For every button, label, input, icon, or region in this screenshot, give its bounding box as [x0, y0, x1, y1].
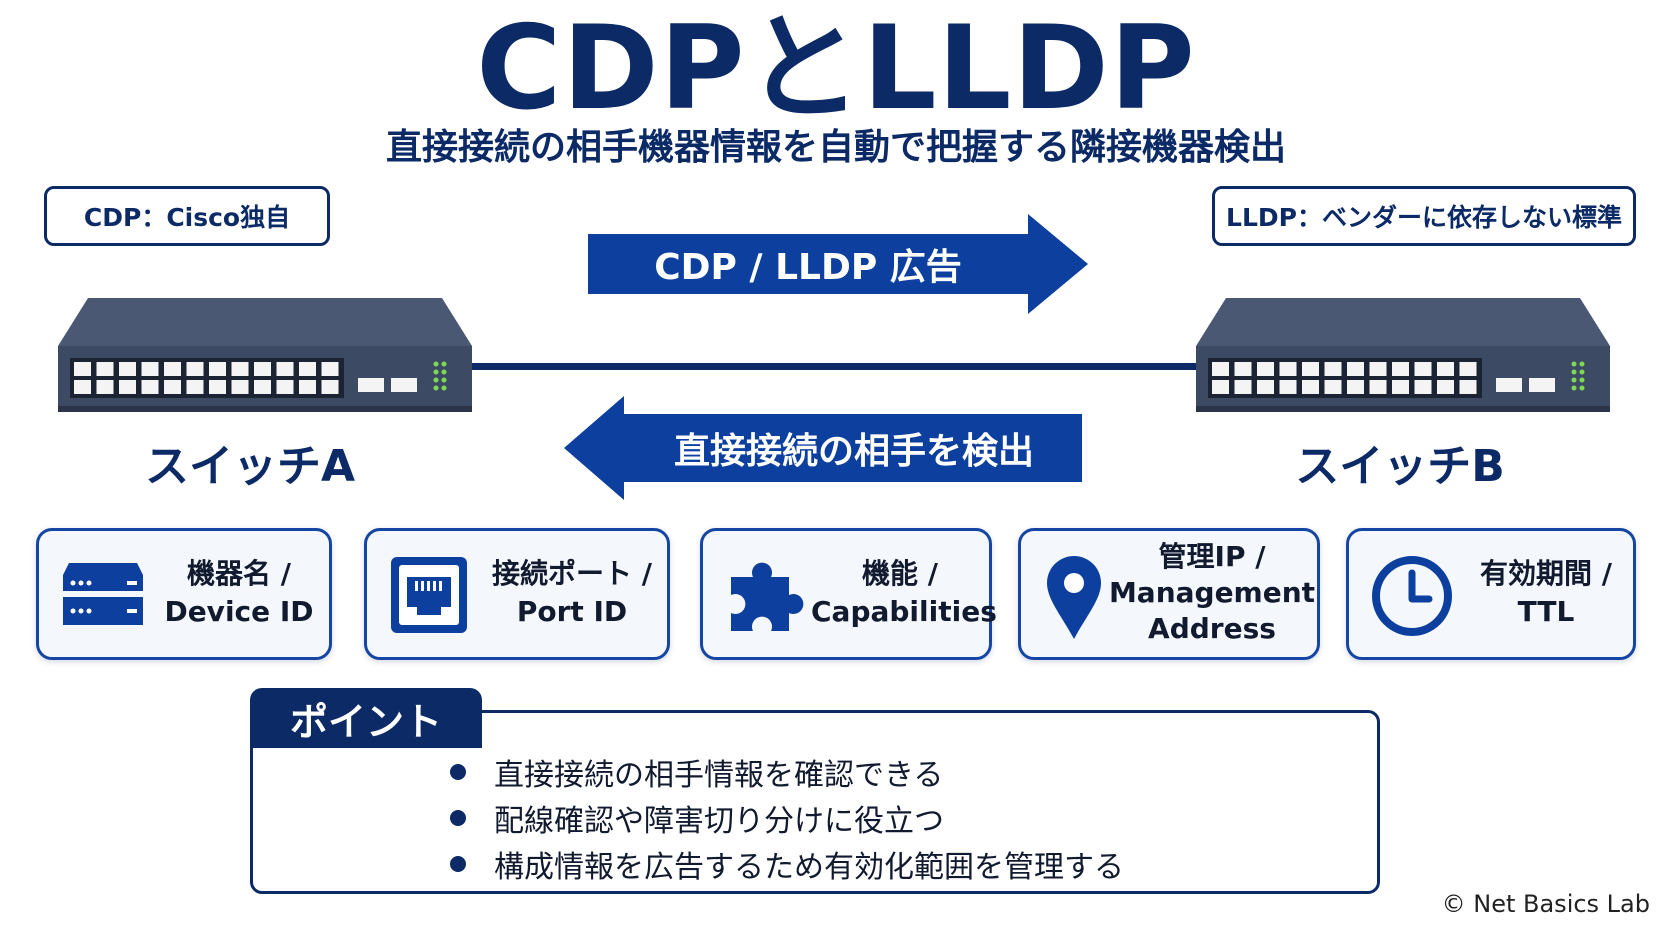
- switch-port: [254, 380, 271, 394]
- switch-port: [231, 362, 249, 376]
- points-heading-label: ポイント: [289, 699, 442, 744]
- card-label-line2: TTL: [1517, 595, 1575, 628]
- switch-port: [254, 362, 271, 376]
- clock-icon: [1372, 556, 1452, 636]
- list-item: 直接接続の相手情報を確認できる: [450, 750, 943, 794]
- card-label-line1: 有効期間 /: [1480, 557, 1612, 590]
- switch-b-label: スイッチB: [1295, 441, 1505, 492]
- switch-port: [1459, 380, 1477, 394]
- info-card-device-id: 機器名 / Device ID: [36, 528, 332, 660]
- location-pin-icon: [1047, 556, 1101, 639]
- switch-port: [74, 362, 91, 376]
- card-label-line1: 管理IP /: [1158, 540, 1266, 573]
- info-card-port-id: 接続ポート / Port ID: [364, 528, 670, 660]
- card-label-line2: Port ID: [516, 595, 628, 628]
- switch-port: [299, 380, 316, 394]
- lldp-tag: LLDP：ベンダーに依存しない標準: [1212, 186, 1636, 246]
- copyright-text: © Net Basics Lab: [1441, 890, 1650, 918]
- info-card-ttl: 有効期間 / TTL: [1346, 528, 1636, 660]
- switch-port: [1347, 380, 1364, 394]
- switch-port: [141, 362, 159, 376]
- cdp-tag: CDP：Cisco独自: [44, 186, 330, 246]
- puzzle-icon: [731, 562, 804, 631]
- card-label-line3: Address: [1148, 612, 1276, 645]
- switch-port: [186, 362, 204, 376]
- switch-port: [1324, 380, 1342, 394]
- points-heading: ポイント: [250, 688, 482, 748]
- bullet-icon: [450, 810, 466, 826]
- switch-b-icon: [1196, 298, 1610, 412]
- info-card-capabilities: 機能 / Capabilities: [700, 528, 997, 660]
- switch-port: [186, 380, 204, 394]
- forward-arrow-label: CDP / LLDP 広告: [654, 247, 962, 288]
- switch-port: [1392, 362, 1409, 376]
- cdp-tag-label: CDP：Cisco独自: [83, 203, 291, 232]
- switch-port: [1302, 380, 1319, 394]
- card-label-line2: Device ID: [164, 595, 314, 628]
- card-label-line1: 機器名 /: [187, 557, 291, 590]
- switch-port: [321, 362, 339, 376]
- switch-port: [1302, 362, 1319, 376]
- switch-a-label: スイッチA: [144, 441, 356, 492]
- switch-port: [164, 380, 181, 394]
- switch-port: [231, 380, 249, 394]
- switch-port: [1324, 362, 1342, 376]
- server-icon: [63, 563, 143, 625]
- switch-port: [321, 380, 339, 394]
- point-text: 構成情報を広告するため有効化範囲を管理する: [494, 850, 1124, 885]
- switch-a-icon: [58, 298, 472, 412]
- switch-port: [209, 362, 226, 376]
- backward-arrow-label: 直接接続の相手を検出: [673, 431, 1034, 472]
- ethernet-port-icon: [391, 557, 467, 633]
- switch-port: [1234, 362, 1252, 376]
- list-item: 構成情報を広告するため有効化範囲を管理する: [450, 842, 1124, 886]
- bullet-icon: [450, 764, 466, 780]
- switch-port: [1437, 380, 1454, 394]
- switch-port: [1437, 362, 1454, 376]
- switch-port: [1257, 362, 1274, 376]
- page-title: CDPとLLDP: [476, 1, 1196, 136]
- switch-port: [141, 380, 159, 394]
- switch-port: [96, 362, 114, 376]
- switch-port: [1369, 362, 1387, 376]
- backward-arrow-icon: [564, 396, 1082, 500]
- card-label-line1: 機能 /: [862, 557, 938, 590]
- switch-port: [1392, 380, 1409, 394]
- switch-port: [96, 380, 114, 394]
- bullet-icon: [450, 856, 466, 872]
- switch-port: [1279, 362, 1297, 376]
- switch-port: [209, 380, 226, 394]
- switch-port: [164, 362, 181, 376]
- switch-port: [1459, 362, 1477, 376]
- switch-port: [1414, 362, 1432, 376]
- switch-port: [1234, 380, 1252, 394]
- switch-port: [1414, 380, 1432, 394]
- switch-port: [1212, 380, 1229, 394]
- switch-port: [1279, 380, 1297, 394]
- list-item: 配線確認や障害切り分けに役立つ: [450, 796, 944, 840]
- switch-port: [299, 362, 316, 376]
- info-card-management-address: 管理IP / Management Address: [1018, 528, 1320, 660]
- point-text: 配線確認や障害切り分けに役立つ: [494, 804, 944, 839]
- card-label-line2: Management: [1108, 576, 1316, 609]
- switch-port: [74, 380, 91, 394]
- switch-port: [276, 362, 294, 376]
- card-label-line1: 接続ポート /: [492, 557, 652, 590]
- point-text: 直接接続の相手情報を確認できる: [494, 758, 944, 793]
- switch-port: [1212, 362, 1229, 376]
- switch-port: [119, 362, 136, 376]
- lldp-tag-label: LLDP：ベンダーに依存しない標準: [1226, 203, 1622, 232]
- switch-port: [1347, 362, 1364, 376]
- card-label-line2: Capabilities: [811, 595, 997, 628]
- switch-port: [1257, 380, 1274, 394]
- switch-port: [276, 380, 294, 394]
- page-subtitle: 直接接続の相手機器情報を自動で把握する隣接機器検出: [385, 127, 1286, 168]
- forward-arrow-icon: [588, 214, 1088, 314]
- connection-cable: [470, 363, 1200, 370]
- switch-port: [119, 380, 136, 394]
- switch-port: [1369, 380, 1387, 394]
